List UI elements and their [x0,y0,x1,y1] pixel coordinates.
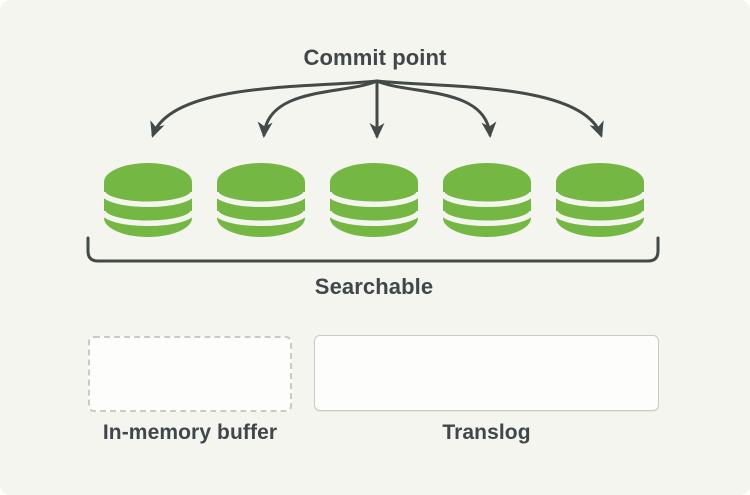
database-icon [330,163,418,237]
searchable-label: Searchable [314,274,434,299]
commit-arrow-5 [375,79,604,138]
commit-arrow-4 [375,79,497,138]
segments-row [104,163,644,237]
in-memory-buffer-box [88,336,292,412]
database-body [217,163,305,237]
database-icon [443,163,531,237]
commit-fan-arrows-icon [150,79,604,139]
database-body [330,163,418,237]
database-separator [330,191,418,208]
database-separator [104,191,192,208]
database-separator [330,210,418,227]
database-separator [443,210,531,227]
database-separator [104,210,192,227]
database-icon [104,163,192,237]
database-icon [556,163,644,237]
in-memory-buffer-label: In-memory buffer [102,421,278,444]
translog-label: Translog [442,421,531,444]
database-body [104,163,192,237]
commit-arrow-1 [150,79,379,138]
database-separator [217,210,305,227]
database-separator [556,210,644,227]
translog-box [314,335,659,411]
database-separator [443,191,531,208]
database-body [443,163,531,237]
database-icon [217,163,305,237]
database-separator [217,191,305,208]
searchable-bracket-icon [86,236,660,263]
database-separator [556,191,644,208]
commit-point-label: Commit point [303,45,447,70]
database-body [556,163,644,237]
commit-arrow-2 [257,79,379,138]
